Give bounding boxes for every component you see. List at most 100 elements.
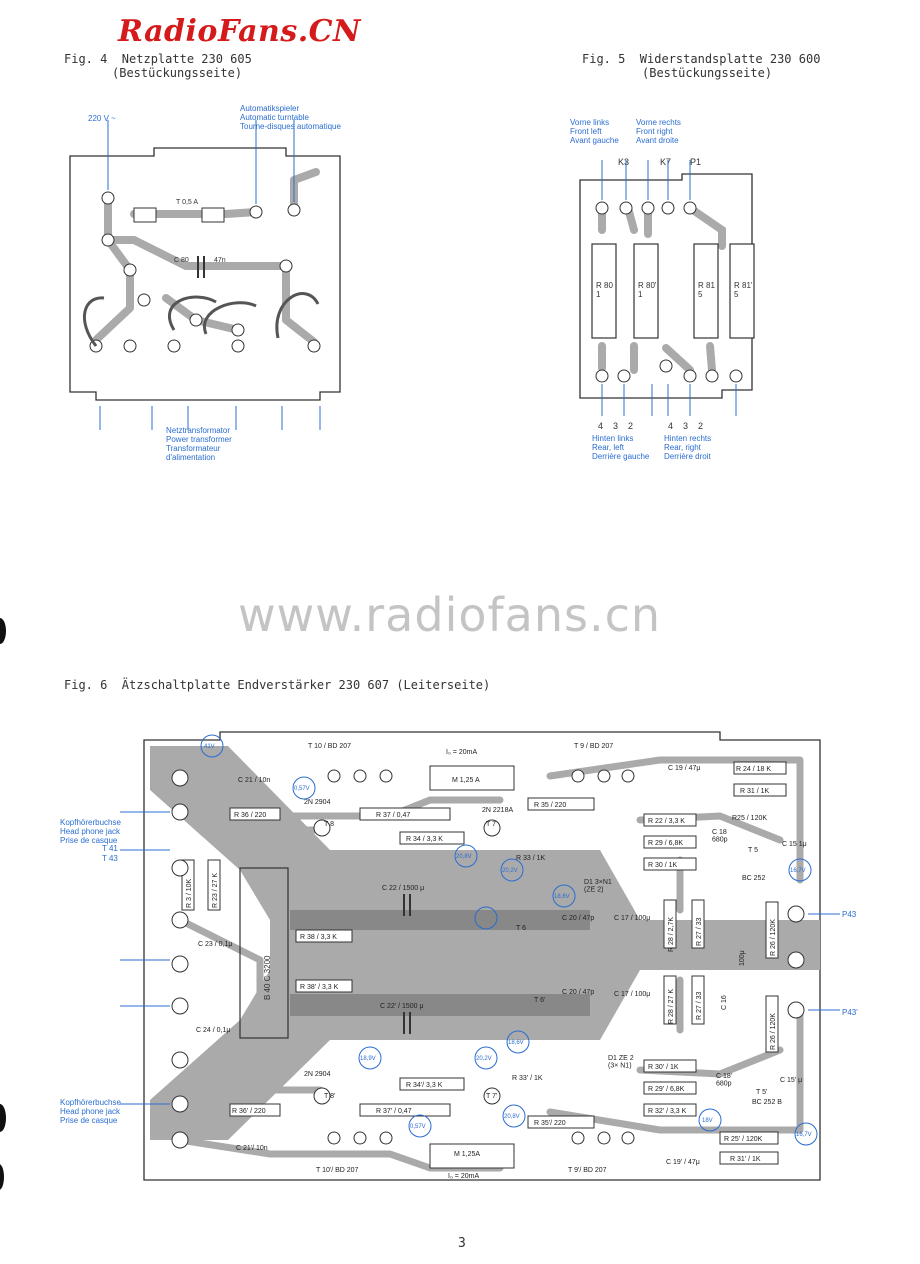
t10-label: T 10 / BD 207: [308, 743, 351, 750]
p43-label: P43: [842, 910, 857, 919]
punch-hole: [0, 618, 6, 644]
c24-label: C 24 / 0,1μ: [196, 1027, 230, 1034]
m125-label: M 1,25 A: [452, 777, 480, 784]
fig5-pins-right: 4 3 2: [668, 421, 704, 431]
p43b-label: P43': [842, 1008, 858, 1017]
r31b-label: R 31' / 1K: [730, 1156, 761, 1163]
d1b-label: D1 ZE 2(3× N1): [608, 1055, 634, 1070]
fig6-caption: Fig. 6 Ätzschaltplatte Endverstärker 230…: [64, 678, 491, 692]
fig4-subcaption: (Bestückungsseite): [112, 66, 243, 80]
fig4-board: T 0,5 A C 80 47n: [69, 120, 341, 430]
c17b-label: C 17 / 100μ: [614, 991, 650, 998]
r23-label: R 23 / 27 K: [212, 873, 219, 908]
headphone-jack-bottom-label: Kopfhörerbuchse Head phone jack Prise de…: [60, 1098, 121, 1125]
fig4-automatic-label: Automatikspieler Automatic turntable Tou…: [240, 104, 341, 131]
r28b-label: R 28 / 27 K: [668, 989, 675, 1024]
c20b-label: C 20 / 47p: [562, 989, 594, 996]
punch-hole: [0, 1104, 6, 1132]
c21-label: C 21 / 10n: [238, 777, 270, 784]
r29b-label: R 29' / 6,8K: [648, 1086, 685, 1093]
t5b-label: T 5': [756, 1089, 767, 1096]
fig5-front-right: Vorne rechts Front right Avant droite: [636, 118, 681, 145]
fig5-rear-left: Hinten links Rear, left Derrière gauche: [592, 434, 650, 461]
t7-label: T 7: [486, 821, 496, 828]
t8-label: T 8: [324, 821, 334, 828]
c80-value: 47n: [214, 257, 226, 264]
r81b-label: R 81'5: [734, 281, 753, 299]
c15b-label: C 15' μ: [780, 1077, 802, 1084]
punch-hole: [0, 1164, 4, 1190]
r80b-label: R 80'1: [638, 281, 657, 299]
c16-value: 100μ: [739, 950, 746, 966]
t10b-label: T 10'/ BD 207: [316, 1167, 359, 1174]
2n2218-label: 2N 2218A: [482, 807, 513, 814]
v202b-label: 20,2V: [476, 1056, 492, 1062]
fig6-board: B 40 C 3200 T 10 / BD 207: [120, 731, 840, 1181]
r30b-label: R 30' / 1K: [648, 1064, 679, 1071]
c22b-label: C 22' / 1500 μ: [380, 1003, 424, 1010]
site-logo: RadioFans.CN: [118, 14, 361, 49]
bc252-label: BC 252: [742, 875, 765, 882]
v167-label: 16,7V: [790, 868, 806, 874]
v18-label: 18V: [702, 1118, 713, 1124]
r38-label: R 38 / 3,3 K: [300, 934, 337, 941]
page-number: 3: [458, 1236, 466, 1251]
v186b-label: 18,6V: [508, 1040, 524, 1046]
r32b-label: R 32' / 3,3 K: [648, 1108, 687, 1115]
b40-label: B 40 C 3200: [263, 955, 272, 1000]
fig5-front-left: Vorne links Front left Avant gauche: [570, 118, 619, 145]
fig5-subcaption: (Bestückungsseite): [642, 66, 773, 80]
c18b-label: C 18'680p: [716, 1073, 732, 1088]
v167b-label: 16,7V: [796, 1132, 812, 1138]
d1-label: D1 3×N1(ZE 2): [584, 879, 612, 894]
fig4-transformer-label: Netztransformator Power transformer Tran…: [166, 426, 232, 462]
v057b-label: 0,57V: [410, 1124, 426, 1130]
c16-label: C 16: [721, 995, 728, 1010]
r36-label: R 36 / 220: [234, 812, 266, 819]
t43-label: T 43: [102, 854, 118, 863]
2n2904-label: 2N 2904: [304, 799, 331, 806]
r34b-label: R 34'/ 3,3 K: [406, 1082, 443, 1089]
r31-label: R 31 / 1K: [740, 788, 770, 795]
fig5-k7: K7: [660, 157, 672, 167]
r37-label: R 37 / 0,47: [376, 812, 410, 819]
v186-label: 18,6V: [554, 894, 570, 900]
c15-label: C 15 1μ: [782, 841, 807, 848]
r33b-label: R 33' / 1K: [512, 1075, 543, 1082]
r27b-label: R 27 / 33: [696, 991, 703, 1020]
bc252b-label: BC 252 B: [752, 1099, 782, 1106]
watermark: www.radiofans.cn: [238, 588, 662, 642]
r26-label: R 26 / 120K: [770, 919, 777, 956]
fig4-caption: Fig. 4 Netzplatte 230 605: [64, 52, 252, 66]
t41-label: T 41: [102, 844, 118, 853]
r29-label: R 29 / 6,8K: [648, 840, 683, 847]
m125b-label: M 1,25A: [454, 1151, 480, 1158]
c21b-label: C 21'/ 10n: [236, 1145, 268, 1152]
r3-label: R 3 / 10K: [186, 878, 193, 908]
v208b-label: 20,8V: [504, 1114, 520, 1120]
r26b-label: R 26 / 120K: [770, 1013, 777, 1050]
r37b-label: R 37' / 0,47: [376, 1108, 412, 1115]
t7b-label: T 7': [486, 1093, 497, 1100]
r35b-label: R 35'/ 220: [534, 1120, 566, 1127]
2n2904b-label: 2N 2904: [304, 1071, 331, 1078]
v41-label: 41V: [204, 744, 215, 750]
v202-label: 20,2V: [502, 868, 518, 874]
r24-label: R 24 / 18 K: [736, 766, 771, 773]
fig5-k3: K3: [618, 157, 630, 167]
c19-label: C 19 / 47μ: [668, 765, 700, 772]
t9b-label: T 9'/ BD 207: [568, 1167, 607, 1174]
c19b-label: C 19' / 47μ: [666, 1159, 700, 1166]
r22-label: R 22 / 3,3 K: [648, 818, 685, 825]
r25b-label: R 25' / 120K: [724, 1136, 763, 1143]
c20-label: C 20 / 47p: [562, 915, 594, 922]
t8b-label: T 8': [324, 1093, 335, 1100]
c23-label: C 23 / 0,1μ: [198, 941, 232, 948]
t9-label: T 9 / BD 207: [574, 743, 613, 750]
headphone-jack-top-label: Kopfhörerbuchse Head phone jack Prise de…: [60, 818, 121, 845]
r25-label: R25 / 120K: [732, 815, 767, 822]
